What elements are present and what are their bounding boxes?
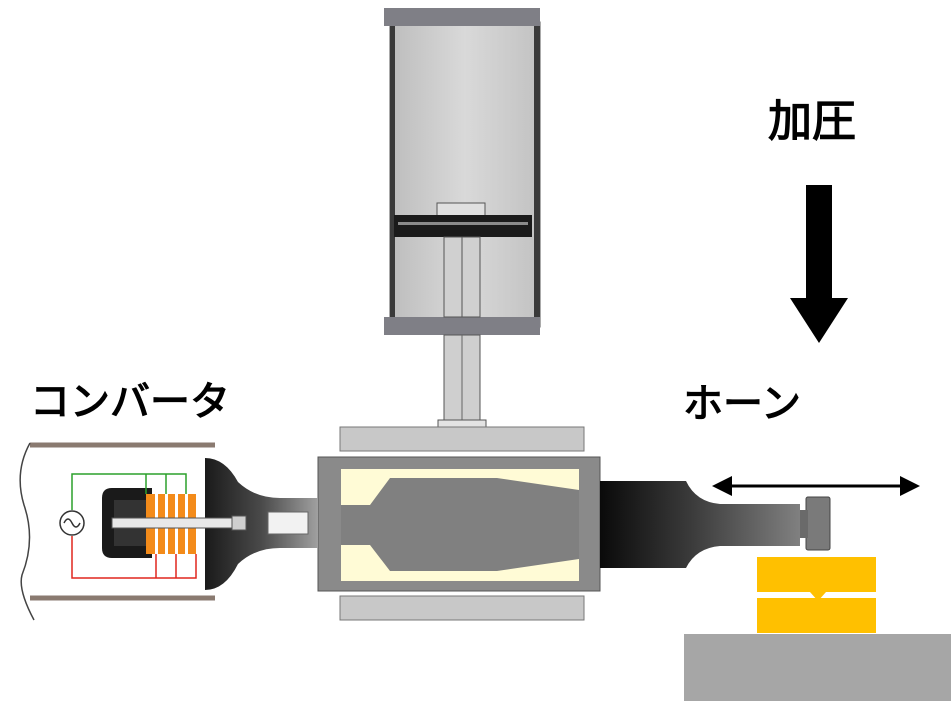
converter-label: コンバータ bbox=[30, 379, 230, 425]
double-arrow-icon bbox=[712, 476, 920, 496]
piston-plate-highlight bbox=[398, 222, 528, 225]
converter bbox=[19, 442, 318, 621]
horn-label: ホーン bbox=[683, 381, 801, 427]
ac-source-icon bbox=[59, 510, 85, 536]
workpiece-lower bbox=[757, 598, 876, 633]
wire-red bbox=[71, 536, 197, 579]
workpiece bbox=[757, 557, 876, 633]
booster-core bbox=[341, 478, 579, 571]
booster-bottom-plate bbox=[339, 595, 585, 621]
anvil bbox=[684, 634, 951, 701]
booster-top-plate bbox=[339, 426, 585, 452]
piston-nut bbox=[436, 202, 486, 217]
booster-assembly bbox=[317, 426, 601, 621]
converter-front-mass bbox=[205, 458, 318, 590]
center-bolt bbox=[111, 517, 247, 529]
down-arrow-icon bbox=[790, 185, 848, 343]
cylinder-bottom-cap bbox=[384, 317, 540, 335]
workpiece-upper bbox=[757, 557, 876, 592]
pressure-label: 加圧 bbox=[768, 96, 856, 147]
horn-body bbox=[600, 481, 800, 568]
cylinder-top-cap bbox=[384, 8, 540, 26]
horn bbox=[600, 481, 831, 568]
horn-tip bbox=[805, 496, 831, 551]
wire-green bbox=[71, 473, 187, 510]
break-line bbox=[19, 442, 35, 621]
piston-plate bbox=[394, 215, 532, 237]
pneumatic-cylinder bbox=[384, 8, 541, 431]
cylinder-wall-left bbox=[390, 22, 395, 327]
cylinder-wall-right bbox=[534, 22, 540, 327]
energy-director bbox=[810, 592, 826, 601]
